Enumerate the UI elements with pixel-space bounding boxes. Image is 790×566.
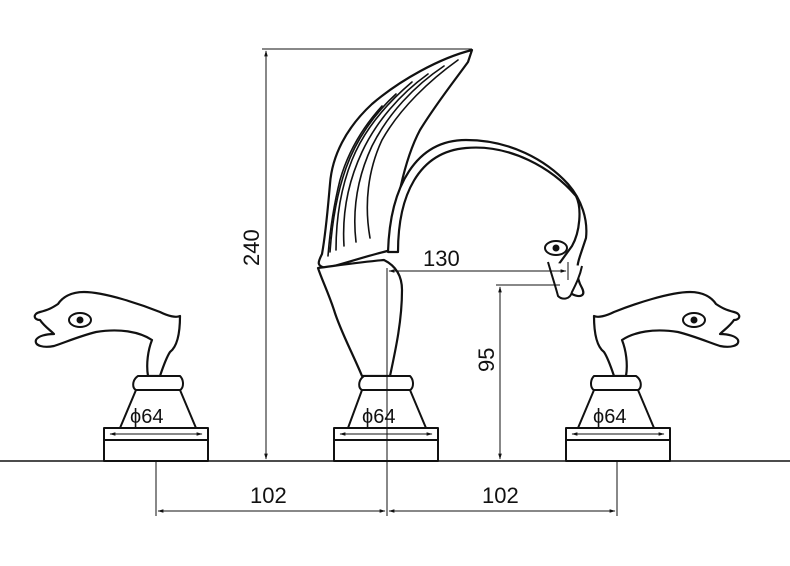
swan-body — [316, 258, 404, 378]
swan-wing — [317, 48, 474, 270]
right-diameter-label: ϕ64 — [593, 406, 626, 428]
spacing-dimensions: 102 102 — [155, 461, 618, 516]
left-handle: ϕ64 — [33, 290, 209, 462]
left-handle-base — [103, 439, 209, 462]
height-dimension: 240 — [239, 48, 472, 460]
reach-dimension: 130 — [386, 246, 569, 461]
spout-collar — [358, 375, 414, 391]
reach-dimension-label: 130 — [423, 246, 460, 271]
left-handle-dolphin-head — [33, 290, 182, 378]
left-diameter-label: ϕ64 — [130, 406, 163, 428]
left-handle-collar — [132, 375, 184, 391]
right-handle-collar — [590, 375, 642, 391]
spout-diameter-label: ϕ64 — [362, 406, 395, 428]
left-spacing-label: 102 — [250, 483, 287, 508]
spout-height-dimension: 95 — [474, 284, 560, 460]
left-handle-pupil — [76, 316, 84, 324]
right-handle: ϕ64 — [565, 290, 741, 462]
right-handle-base — [565, 439, 671, 462]
right-spacing-label: 102 — [482, 483, 519, 508]
spout-base — [333, 439, 439, 462]
height-dimension-label: 240 — [239, 229, 264, 266]
swan-pupil — [552, 244, 560, 252]
spout-height-dimension-label: 95 — [474, 348, 499, 372]
right-handle-dolphin-head — [592, 290, 741, 378]
right-handle-pupil — [690, 316, 698, 324]
